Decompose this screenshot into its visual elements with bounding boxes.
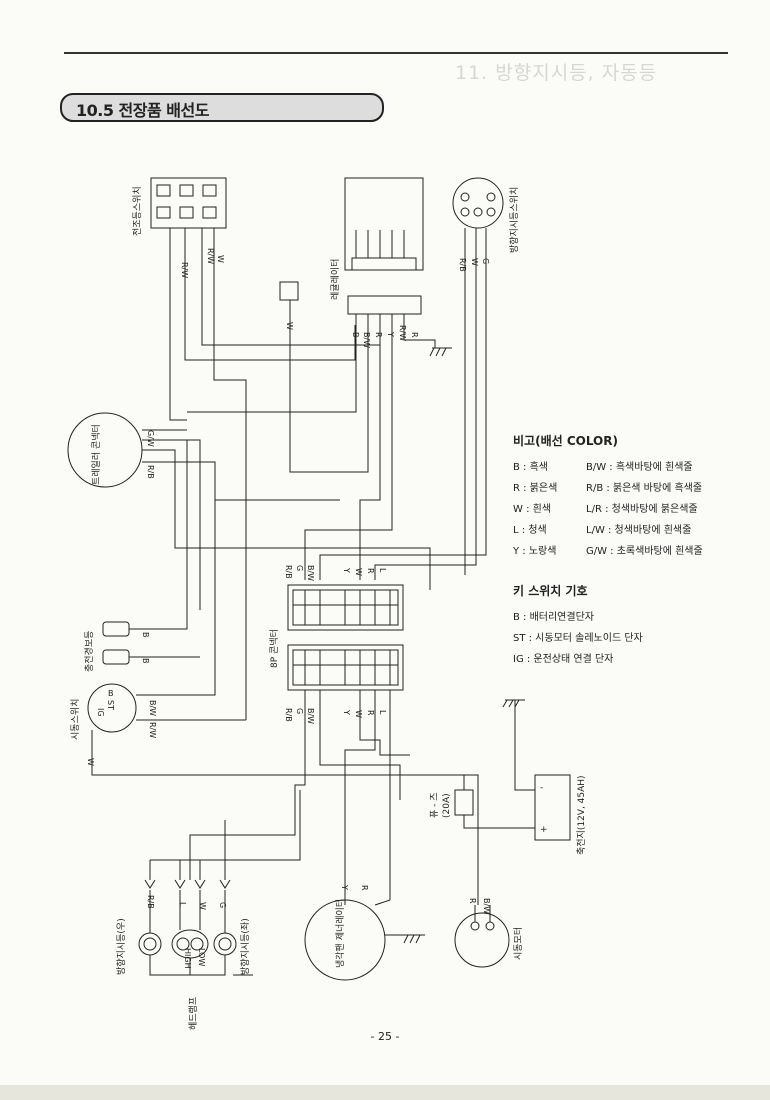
wire-label: W bbox=[198, 902, 207, 910]
key-switch-row: B : 배터리연결단자 bbox=[513, 612, 594, 623]
wire-label: W bbox=[354, 710, 363, 718]
wire-label: R/B bbox=[146, 895, 155, 909]
key-switch-row: ST : 시동모터 솔레노이드 단자 bbox=[513, 633, 643, 644]
wire-label: R/W bbox=[180, 262, 189, 278]
key-switch-legend: 키 스위치 기호 B : 배터리연결단자 ST : 시동모터 솔레노이드 단자 … bbox=[513, 582, 753, 670]
wire-label: R/W bbox=[206, 248, 215, 264]
wire-label: G bbox=[295, 565, 304, 571]
section-title: 10.5 전장품 배선도 bbox=[76, 101, 209, 120]
start-switch-body bbox=[87, 683, 137, 733]
caption-fuse: 퓨 - 즈 bbox=[429, 792, 440, 818]
wire-label: Y bbox=[342, 567, 351, 573]
terminal-b: B bbox=[108, 689, 114, 698]
wire-label: R bbox=[366, 568, 375, 574]
wire-label: W bbox=[285, 322, 294, 330]
section-title-box: 10.5 전장품 배선도 bbox=[60, 93, 384, 122]
wire-label: B/W bbox=[362, 332, 371, 348]
page-number: - 25 - bbox=[370, 1030, 400, 1043]
scan-edge bbox=[0, 1085, 770, 1100]
wire-label: L bbox=[378, 568, 387, 573]
wire-label: W bbox=[216, 255, 225, 263]
wire-label: R bbox=[374, 332, 383, 338]
connector-arrows bbox=[144, 879, 231, 889]
wire-label: W bbox=[354, 568, 363, 576]
wire-label: B/W bbox=[482, 898, 491, 914]
wire-label: B/W bbox=[306, 708, 315, 724]
caption-trailer-connector: 트레일러 콘넥터 bbox=[91, 424, 102, 485]
key-switch-row: IG : 운전상태 연결 단자 bbox=[513, 654, 614, 665]
wire-label: L bbox=[178, 902, 187, 907]
wire-label: R/B bbox=[146, 465, 155, 479]
battery-plus: + bbox=[540, 825, 548, 835]
wire-label: R bbox=[410, 332, 419, 338]
fuse-body bbox=[454, 789, 474, 816]
headlight-switch-box bbox=[150, 177, 227, 229]
legend-heading: 비고(배선 COLOR) bbox=[513, 434, 618, 448]
terminal-st: ST bbox=[106, 700, 115, 710]
wire-label: Y bbox=[342, 709, 351, 715]
wire-label: R/B bbox=[458, 258, 467, 272]
wire-label: B bbox=[141, 658, 150, 664]
battery-body bbox=[534, 774, 571, 841]
caption-start-switch: 시동스위치 bbox=[69, 699, 81, 740]
caption-turn-left: 방향지시등(좌) bbox=[239, 918, 251, 975]
wire-label: R/B bbox=[284, 708, 293, 722]
wire-label: G bbox=[481, 258, 490, 264]
bleed-through-text: 11. 방향지시등, 자동등 bbox=[455, 62, 658, 84]
wire-label: W bbox=[86, 758, 95, 766]
battery-minus: - bbox=[540, 783, 543, 793]
wire-label: B bbox=[351, 332, 360, 338]
caption-headlamp: 헤드램프 bbox=[187, 997, 199, 1030]
caption-generator: 냉각팬 제너레이터 bbox=[334, 899, 346, 968]
caption-turn-switch: 방향지시등스위치 bbox=[508, 187, 520, 253]
wire-label: B bbox=[141, 632, 150, 638]
wire-label: G/W bbox=[146, 430, 155, 447]
wire-label: R/W bbox=[398, 325, 407, 341]
regulator-box bbox=[344, 177, 424, 271]
wire-label: R bbox=[468, 898, 477, 904]
wire-label: B/W bbox=[148, 700, 157, 716]
wire-label: R/W bbox=[148, 722, 157, 738]
terminal-ig: IG bbox=[96, 708, 105, 717]
terminal-high: HIGH bbox=[183, 948, 192, 969]
header-rule bbox=[64, 52, 728, 54]
trailer-connector-body bbox=[67, 412, 143, 488]
caption-fuse-rating: (20A) bbox=[442, 793, 452, 818]
wire-label: G bbox=[295, 708, 304, 714]
wire-label: R bbox=[360, 885, 369, 891]
caption-charge-lamp: 충전경보등 bbox=[83, 631, 95, 672]
terminal-low: LOW bbox=[197, 948, 206, 966]
key-switch-heading: 키 스위치 기호 bbox=[513, 584, 588, 598]
wire-label: Y bbox=[340, 884, 349, 890]
caption-regulator: 레귤레이터 bbox=[330, 259, 341, 300]
wire-label: Y bbox=[386, 331, 395, 337]
caption-starter-motor: 시동모터 bbox=[513, 927, 524, 960]
wire-label: R/B bbox=[284, 565, 293, 579]
connector-8p-bottom bbox=[287, 644, 404, 691]
starter-motor-body bbox=[454, 912, 510, 968]
connector-8p-top bbox=[287, 584, 404, 631]
caption-turn-right: 방향지시등(우) bbox=[115, 918, 127, 975]
caption-battery: 축전지(12V, 45AH) bbox=[576, 775, 587, 855]
caption-headlight-switch: 전조등스위치 bbox=[131, 186, 143, 236]
wire-label: G bbox=[218, 902, 227, 908]
caption-connector-8p: 8P 콘넥터 bbox=[269, 629, 280, 668]
wires bbox=[67, 177, 571, 981]
wire-label: B/W bbox=[306, 565, 315, 581]
wire-label: W bbox=[470, 258, 479, 266]
wire-label: R bbox=[366, 710, 375, 716]
wire-label: L bbox=[378, 710, 387, 715]
